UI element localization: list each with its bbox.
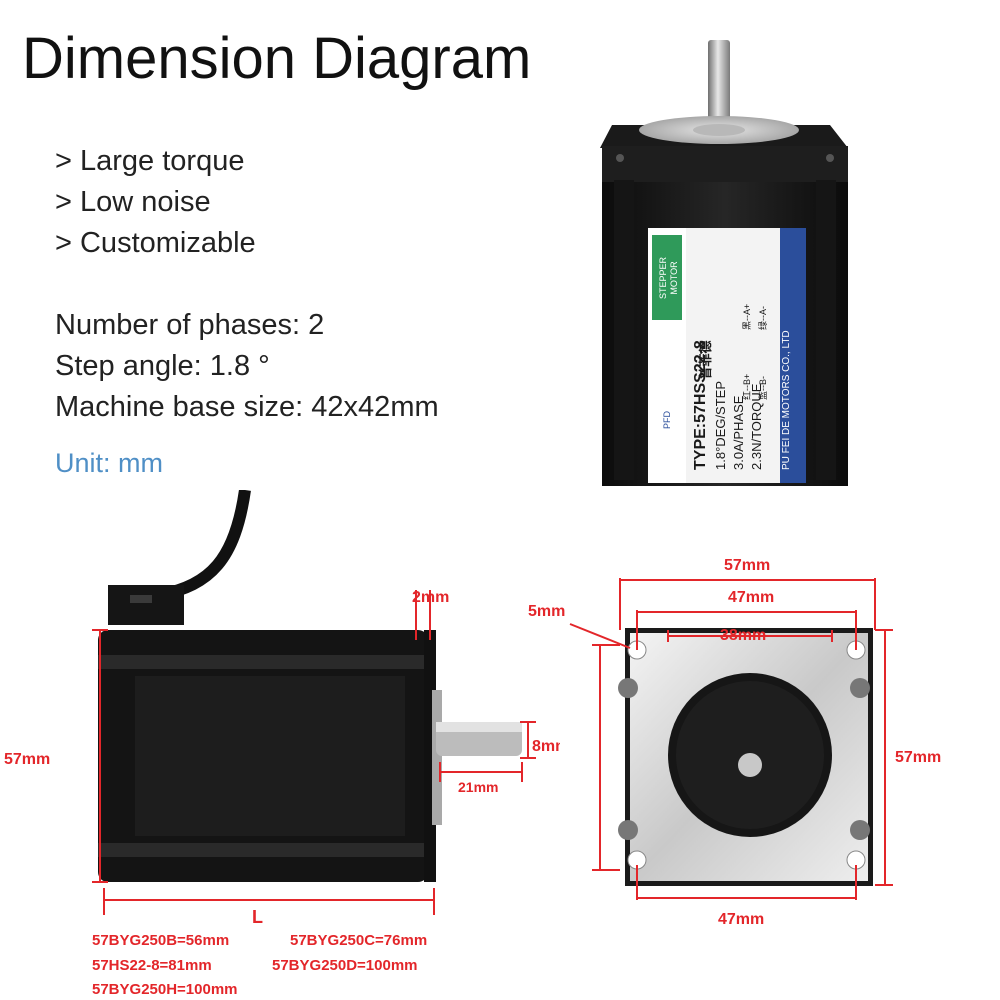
svg-text:MOTOR: MOTOR — [669, 261, 679, 295]
side-height-label: 57mm — [4, 751, 50, 768]
svg-text:STEPPER: STEPPER — [658, 256, 668, 299]
svg-text:2.3N/TORQUE: 2.3N/TORQUE — [749, 383, 764, 470]
model-item: 57HS22-8=81mm — [92, 957, 212, 974]
svg-text:蓝--B-: 蓝--B- — [757, 376, 768, 400]
boss-diameter-label: 38mm — [720, 627, 766, 644]
svg-text:黑--A+: 黑--A+ — [742, 304, 752, 330]
svg-text:绿--A-: 绿--A- — [757, 306, 768, 330]
motor-length-label: L — [252, 907, 263, 927]
front-view-drawing: 57mm 47mm 38mm 5mm 57mm 47mm — [528, 557, 941, 928]
feature-item: > Low noise — [55, 186, 211, 218]
hole-diameter-label: 5mm — [528, 603, 565, 620]
model-item: 57BYG250D=100mm — [272, 957, 418, 974]
flange-thickness-label: 2mm — [412, 589, 449, 606]
shaft-diameter-label: 8mm — [532, 738, 560, 755]
spec-step-angle: Step angle: 1.8 ° — [55, 350, 270, 382]
spec-phases: Number of phases: 2 — [55, 309, 325, 341]
svg-text:红--B+: 红--B+ — [741, 374, 752, 400]
feature-item: > Large torque — [55, 145, 245, 177]
svg-text:普菲德: 普菲德 — [698, 340, 713, 379]
shaft-length-label: 21mm — [458, 779, 498, 795]
motor-shaft-end — [738, 753, 762, 777]
feature-item: > Customizable — [55, 227, 256, 259]
svg-text:TYPE:57HSS22-8: TYPE:57HSS22-8 — [692, 340, 709, 470]
svg-text:PU FEI DE MOTORS CO., LTD: PU FEI DE MOTORS CO., LTD — [781, 330, 792, 470]
page-title: Dimension Diagram — [22, 26, 532, 91]
svg-text:3.0A/PHASE: 3.0A/PHASE — [731, 395, 746, 470]
unit-label: Unit: mm — [55, 448, 163, 478]
spec-base-size: Machine base size: 42x42mm — [55, 391, 439, 423]
side-view-drawing: 57mm 2mm 8mm 21mm L — [4, 490, 560, 927]
motor-photo: 普菲德 STEPPER MOTOR PFD TYPE:57HSS22-8 1.8… — [600, 40, 848, 486]
model-item: 57BYG250B=56mm — [92, 932, 229, 949]
model-item: 57BYG250H=100mm — [92, 981, 238, 998]
svg-text:1.8°DEG/STEP: 1.8°DEG/STEP — [713, 381, 728, 470]
motor-shaft — [708, 40, 730, 132]
cable-connector — [108, 585, 184, 625]
hole-spacing-top-label: 47mm — [728, 589, 774, 606]
svg-text:PFD: PFD — [662, 410, 672, 429]
model-item: 57BYG250C=76mm — [290, 932, 427, 949]
hole-spacing-bottom-label: 47mm — [718, 911, 764, 928]
model-length-list: 57BYG250B=56mm 57BYG250C=76mm 57HS22-8=8… — [92, 932, 427, 998]
front-height-label: 57mm — [895, 749, 941, 766]
motor-cable — [158, 490, 251, 601]
front-width-label: 57mm — [724, 557, 770, 574]
